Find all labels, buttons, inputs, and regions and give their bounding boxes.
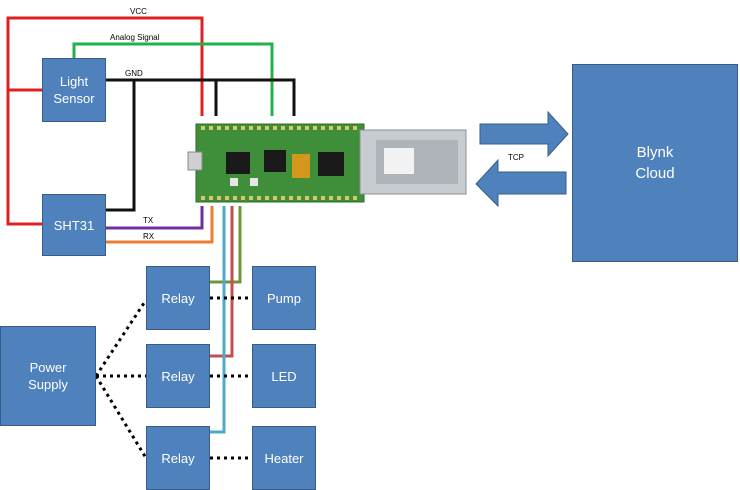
rx-label: RX <box>143 232 155 241</box>
power-lines <box>94 296 252 460</box>
gnd-wire <box>106 78 136 212</box>
microcontroller-board <box>187 123 467 203</box>
analog-signal-label: Analog Signal <box>110 33 160 42</box>
relay-pump-box: Relay <box>146 266 210 330</box>
blynk-cloud-box: Blynk Cloud <box>572 64 738 262</box>
power-supply-box: Power Supply <box>0 326 96 426</box>
pump-box: Pump <box>252 266 316 330</box>
rx-wire <box>106 206 214 244</box>
tx-label: TX <box>143 216 154 225</box>
relay-heater-box: Relay <box>146 426 210 490</box>
relay-pump-wire <box>210 206 242 284</box>
gnd-wire-to-board <box>134 78 218 116</box>
led-box: LED <box>252 344 316 408</box>
relay-led-wire <box>210 206 234 358</box>
light-sensor-box: Light Sensor <box>42 58 106 122</box>
vcc-wire-to-board <box>6 16 204 116</box>
relay-led-box: Relay <box>146 344 210 408</box>
vcc-label: VCC <box>130 7 147 16</box>
vcc-wire <box>6 88 42 226</box>
tcp-arrow-out <box>479 110 569 158</box>
tcp-arrow-in <box>475 158 567 208</box>
gnd-wire-right <box>216 78 296 116</box>
heater-box: Heater <box>252 426 316 490</box>
tx-wire <box>106 206 204 230</box>
tcp-label: TCP <box>508 153 524 162</box>
relay-heater-wire <box>210 206 226 434</box>
sht31-box: SHT31 <box>42 194 106 256</box>
gnd-label: GND <box>125 69 143 78</box>
